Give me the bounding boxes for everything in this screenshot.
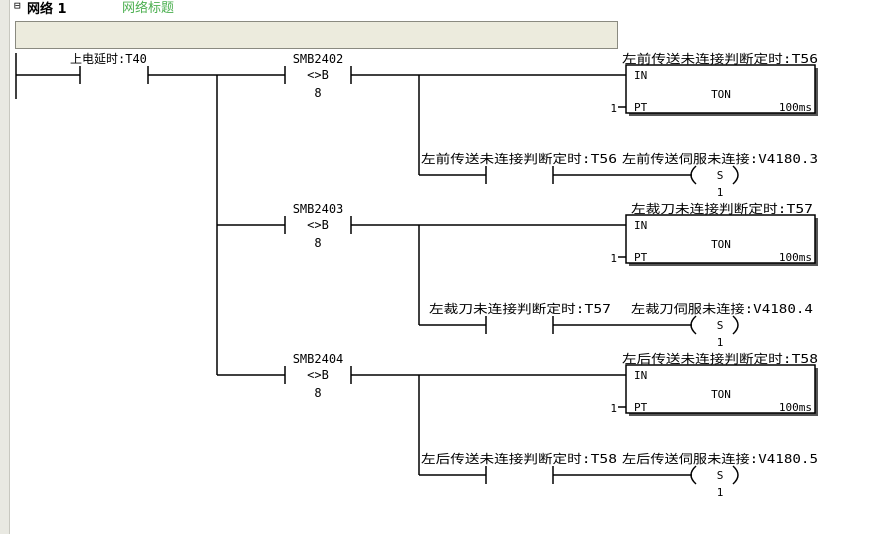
coil-3-name: 左后传送伺服未连接:V4180.5 <box>622 451 818 466</box>
coil-count: 1 <box>717 486 724 499</box>
left-gutter <box>0 0 10 534</box>
collapse-icon[interactable]: ⊟ <box>14 0 21 12</box>
timer-base-label: 100ms <box>779 251 812 264</box>
contact-smb2404-label: SMB2404 <box>293 352 344 366</box>
coil-2-name: 左裁刀伺服未连接:V4180.4 <box>631 301 813 316</box>
contact-t58-label: 左后传送未连接判断定时:T58 <box>421 451 617 466</box>
timer-t57-box[interactable] <box>625 214 816 264</box>
timer-preset: 1 <box>610 102 617 115</box>
coil-set-left[interactable] <box>690 465 697 485</box>
timer-t56-box[interactable] <box>625 64 816 114</box>
coil-count: 1 <box>717 186 724 199</box>
coil-set-label: S <box>717 469 724 482</box>
timer-base-label: 100ms <box>779 401 812 414</box>
coil-set-right[interactable] <box>732 465 739 485</box>
timer-preset: 1 <box>610 252 617 265</box>
network-label: 网络 1 <box>27 2 67 17</box>
timer-t56-name: 左前传送未连接判断定时:T56 <box>622 51 818 66</box>
timer-base-label: 100ms <box>779 101 812 114</box>
contact-t40-label: 上电延时:T40 <box>70 52 147 66</box>
compare-op-label: <>B <box>307 368 329 382</box>
contact-t56-label: 左前传送未连接判断定时:T56 <box>421 151 617 166</box>
coil-1-name: 左前传送伺服未连接:V4180.3 <box>622 151 818 166</box>
compare-value-label: 8 <box>314 86 321 100</box>
compare-value-label: 8 <box>314 386 321 400</box>
timer-in-label: IN <box>634 69 647 82</box>
timer-in-label: IN <box>634 219 647 232</box>
timer-type-label: TON <box>711 238 731 251</box>
timer-t58-box[interactable] <box>625 364 816 414</box>
compare-op-label: <>B <box>307 218 329 232</box>
timer-pt-label: PT <box>634 251 648 264</box>
coil-set-left[interactable] <box>690 165 697 185</box>
timer-pt-label: PT <box>634 101 648 114</box>
contact-smb2403-label: SMB2403 <box>293 202 344 216</box>
timer-t58-name: 左后传送未连接判断定时:T58 <box>622 351 818 366</box>
network-title[interactable]: 网络标题 <box>122 1 175 16</box>
timer-in-label: IN <box>634 369 647 382</box>
timer-type-label: TON <box>711 388 731 401</box>
coil-set-right[interactable] <box>732 315 739 335</box>
timer-preset: 1 <box>610 402 617 415</box>
timer-type-label: TON <box>711 88 731 101</box>
compare-value-label: 8 <box>314 236 321 250</box>
compare-op-label: <>B <box>307 68 329 82</box>
coil-count: 1 <box>717 336 724 349</box>
coil-set-right[interactable] <box>732 165 739 185</box>
network-comment-box[interactable] <box>15 21 618 49</box>
coil-set-label: S <box>717 169 724 182</box>
coil-set-label: S <box>717 319 724 332</box>
coil-set-left[interactable] <box>690 315 697 335</box>
contact-t57-label: 左裁刀未连接判断定时:T57 <box>429 301 611 316</box>
timer-pt-label: PT <box>634 401 648 414</box>
timer-t57-name: 左裁刀未连接判断定时:T57 <box>631 201 813 216</box>
contact-smb2402-label: SMB2402 <box>293 52 344 66</box>
